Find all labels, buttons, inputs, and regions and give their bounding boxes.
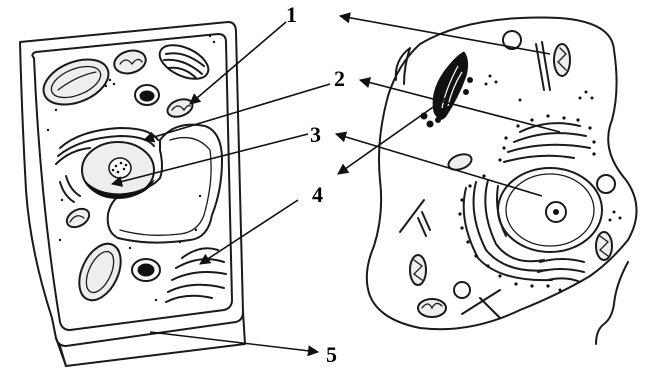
label-2: 2 — [334, 68, 345, 90]
plant-vesicle-2 — [132, 259, 160, 281]
label-5: 5 — [326, 344, 337, 366]
animal-vesicle-2 — [597, 175, 615, 193]
leader-5 — [150, 332, 318, 352]
animal-mitochondrion-top — [554, 44, 570, 76]
plant-golgi-lower — [166, 248, 226, 302]
plant-mitochondrion-2 — [165, 96, 195, 120]
animal-cell-membrane — [367, 18, 637, 330]
animal-mitochondrion-lower-left — [410, 255, 426, 285]
animal-nucleus — [498, 168, 602, 252]
animal-centriole-left — [400, 200, 430, 236]
plant-mitochondrion-1 — [112, 47, 149, 77]
label-3: 3 — [310, 124, 321, 146]
animal-centriole-top — [536, 42, 550, 90]
label-4: 4 — [312, 184, 323, 206]
animal-mitochondrion-left — [446, 151, 473, 172]
plant-vesicle — [135, 85, 159, 105]
plant-chloroplast-1 — [37, 51, 115, 114]
animal-golgi-bottom — [538, 259, 584, 282]
animal-golgi — [421, 52, 473, 127]
plant-nucleus — [82, 142, 154, 198]
plant-cell — [20, 22, 245, 366]
animal-cell — [367, 18, 637, 344]
label-1: 1 — [286, 4, 297, 26]
animal-vesicle-3 — [454, 282, 470, 298]
animal-mitochondrion-right — [596, 232, 612, 260]
plant-mitochondrion-3 — [64, 205, 93, 231]
leader-3-right — [336, 134, 542, 196]
animal-mitochondrion-bottom — [418, 299, 446, 317]
plant-chloroplast-2 — [71, 237, 129, 307]
plant-organelle-top-right — [155, 38, 214, 85]
